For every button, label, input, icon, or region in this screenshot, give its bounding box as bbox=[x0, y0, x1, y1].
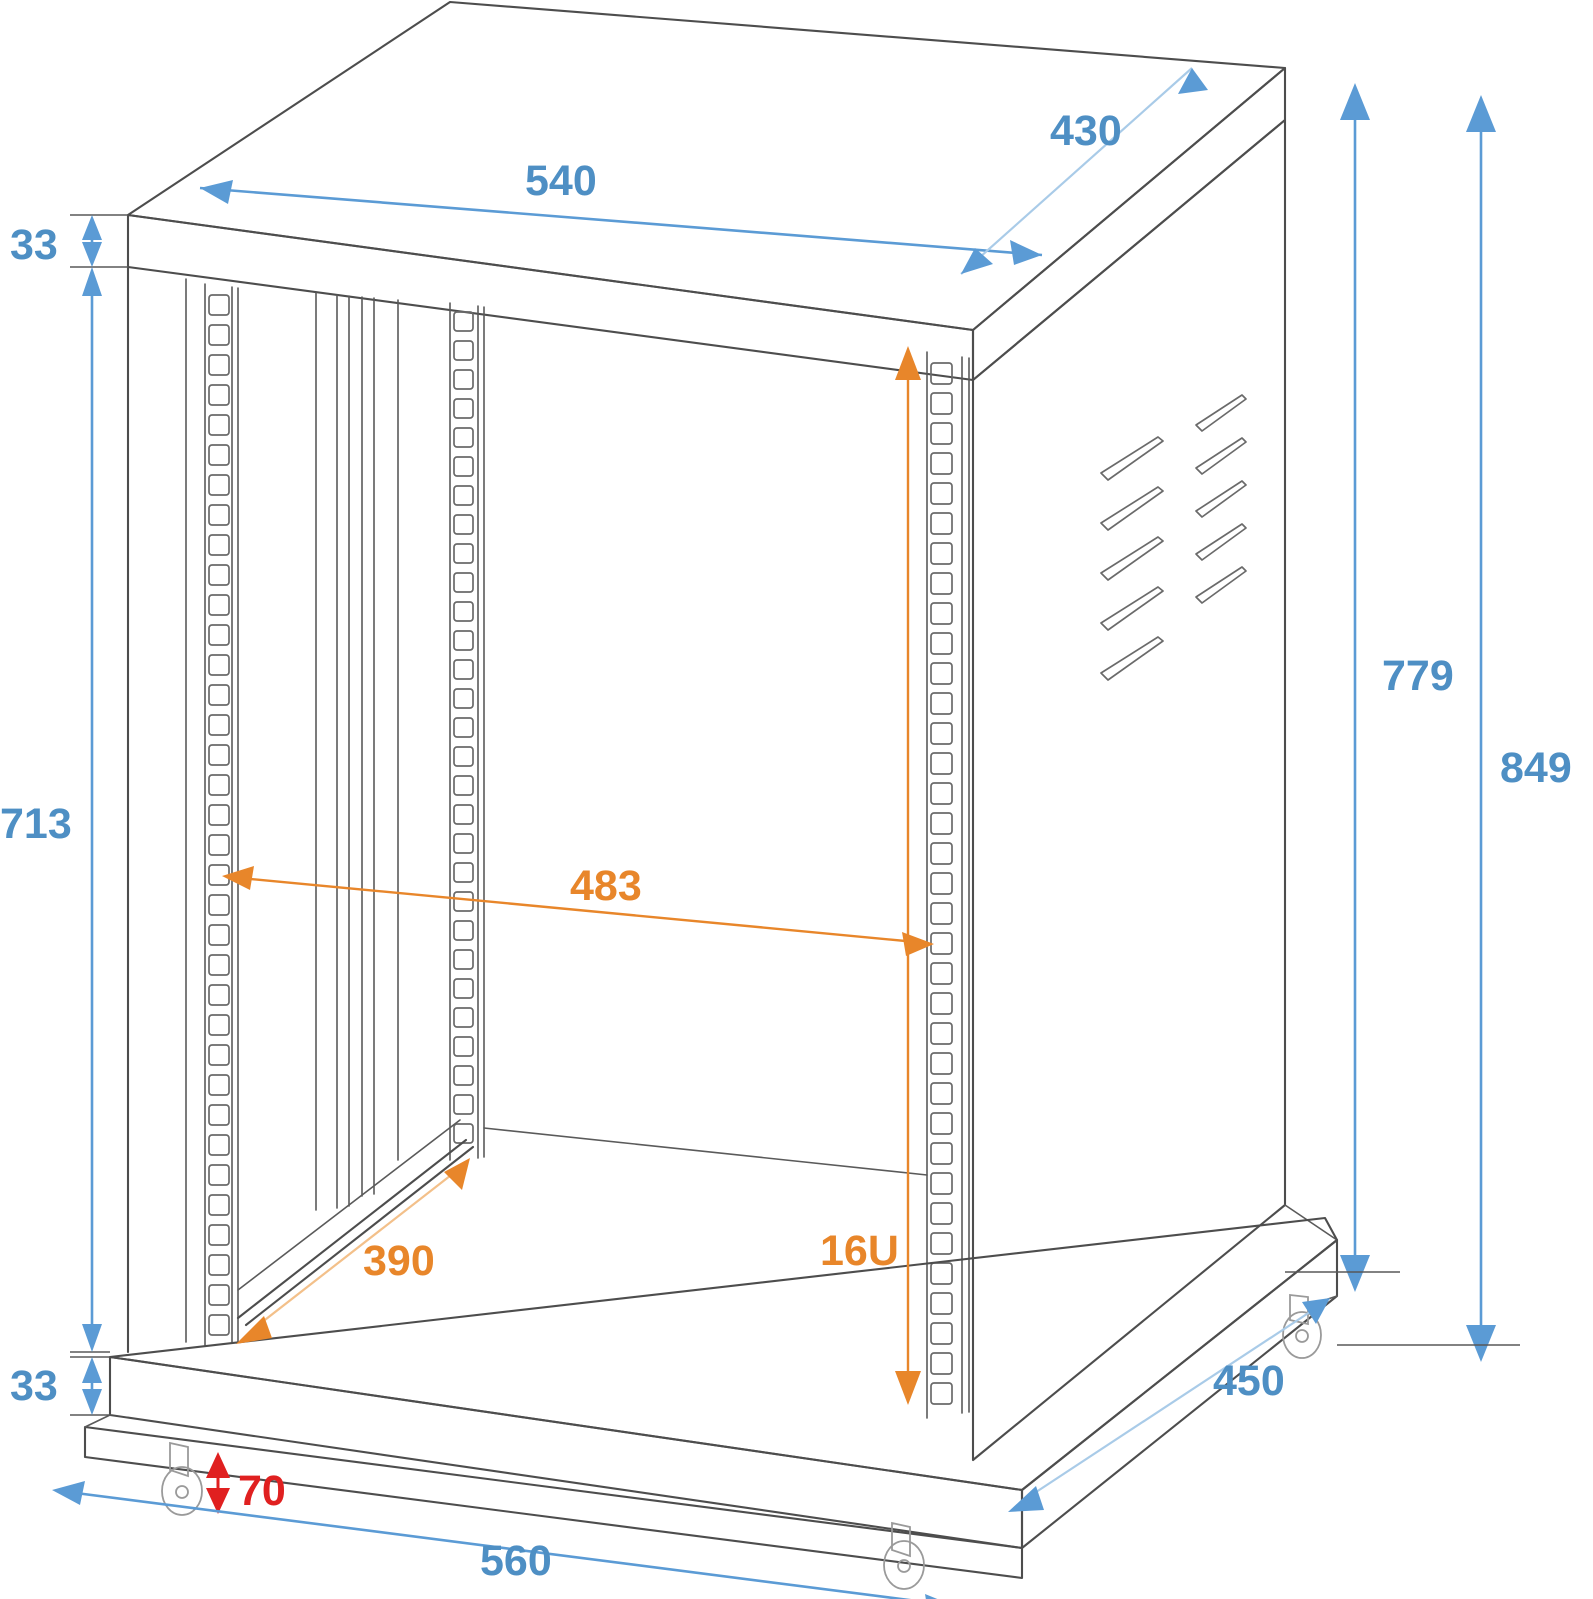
louver-column-left bbox=[1100, 436, 1164, 681]
dimension-rail-span bbox=[222, 866, 934, 956]
rail-holes-rear-left bbox=[453, 311, 474, 1144]
dimension-label-rail-span: 483 bbox=[570, 862, 642, 910]
dimension-rail-depth bbox=[236, 1158, 470, 1344]
dimension-top-depth bbox=[960, 67, 1208, 275]
right-side-panel bbox=[971, 118, 1338, 1462]
dimension-label-base-width: 560 bbox=[480, 1537, 552, 1585]
dimension-label-rail-depth: 390 bbox=[363, 1237, 435, 1285]
ventilation-louvers bbox=[1100, 394, 1247, 681]
dimension-label-height-total: 849 bbox=[1500, 744, 1572, 792]
rack-rail-rear-left bbox=[449, 302, 485, 1161]
dimension-caster-height bbox=[206, 1452, 230, 1514]
dimension-height-total bbox=[1337, 95, 1520, 1362]
base-plinth bbox=[83, 1216, 1339, 1580]
dimension-base-width bbox=[52, 1481, 938, 1599]
rack-rail-front-right bbox=[926, 351, 970, 1419]
dimension-label-base-cap: 33 bbox=[10, 1362, 58, 1410]
louver-column-right bbox=[1195, 394, 1247, 604]
left-frame-edge bbox=[126, 265, 187, 1354]
interior-back-panel bbox=[315, 292, 399, 1211]
top-cap bbox=[126, 0, 1287, 382]
dimension-label-rack-units: 16U bbox=[820, 1227, 899, 1275]
rail-holes-front-right bbox=[930, 362, 953, 1405]
caster-wheel-right bbox=[1282, 1293, 1322, 1359]
dimension-label-top-cap: 33 bbox=[10, 221, 58, 269]
interior-floor bbox=[236, 1119, 928, 1327]
dimension-base-depth bbox=[1008, 1298, 1330, 1512]
caster-wheel-center bbox=[883, 1521, 925, 1590]
dimension-label-caster-height: 70 bbox=[238, 1467, 286, 1515]
dimension-top-width bbox=[199, 180, 1043, 265]
dimension-label-top-depth: 430 bbox=[1050, 107, 1122, 155]
dimension-rack-units bbox=[895, 346, 921, 1405]
dimension-height-no-wheels bbox=[1285, 83, 1400, 1292]
caster-wheel-left bbox=[161, 1441, 203, 1516]
dimension-label-base-depth: 450 bbox=[1213, 1357, 1285, 1405]
dimension-base-cap bbox=[70, 1356, 110, 1416]
caster-wheels bbox=[161, 1293, 1322, 1590]
dimension-label-height-no-wheels: 779 bbox=[1382, 652, 1454, 700]
dimension-top-cap bbox=[70, 214, 128, 268]
dimension-label-body-height: 713 bbox=[0, 800, 72, 848]
dimension-body-height bbox=[70, 267, 110, 1353]
dimension-label-top-width: 540 bbox=[525, 157, 597, 205]
rack-rail-front-left bbox=[204, 283, 239, 1346]
rail-holes-front-left bbox=[208, 294, 230, 1336]
